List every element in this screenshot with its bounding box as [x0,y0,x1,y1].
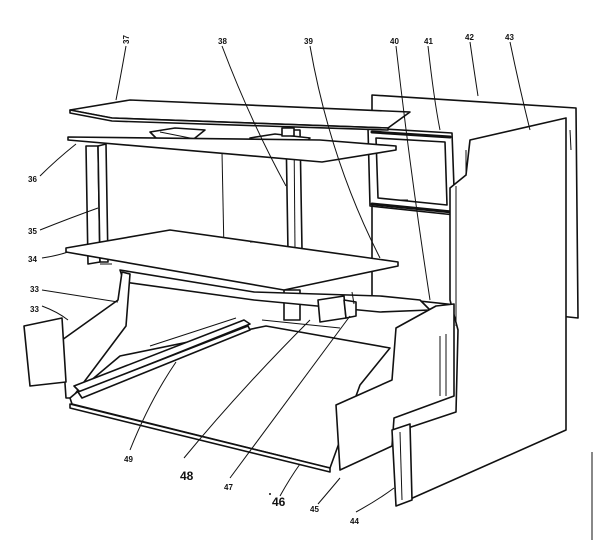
callout-labels: 37 38 39 40 41 42 43 36 35 34 33 33 49 4… [28,33,514,526]
callout-49: 49 [124,455,133,464]
callout-41: 41 [424,37,433,46]
callout-40: 40 [390,37,399,46]
callout-47: 47 [224,483,233,492]
callout-38: 38 [218,37,227,46]
callout-39: 39 [304,37,313,46]
latch-bracket [317,291,357,323]
upper-shelf [67,136,397,163]
top-panel [69,99,411,131]
callout-44: 44 [350,517,359,526]
right-lower-panel [335,303,455,471]
callout-36: 36 [28,175,37,184]
callout-48: 48 [180,469,194,483]
callout-43: 43 [505,33,514,42]
drawer-rails [73,317,251,399]
leader-lines [39,41,531,513]
left-lower-panel [23,271,131,399]
callout-34: 34 [28,255,37,264]
callout-35: 35 [28,227,37,236]
callout-37: 37 [122,35,131,44]
callout-46: 46 [272,495,286,509]
callout-33-upper: 33 [30,285,39,294]
small-details [100,199,408,495]
front-face-panel [391,423,413,507]
callout-42: 42 [465,33,474,42]
right-side-panel [407,117,567,501]
middle-shelf [65,229,399,291]
callout-45: 45 [310,505,319,514]
callout-33-lower: 33 [30,305,39,314]
